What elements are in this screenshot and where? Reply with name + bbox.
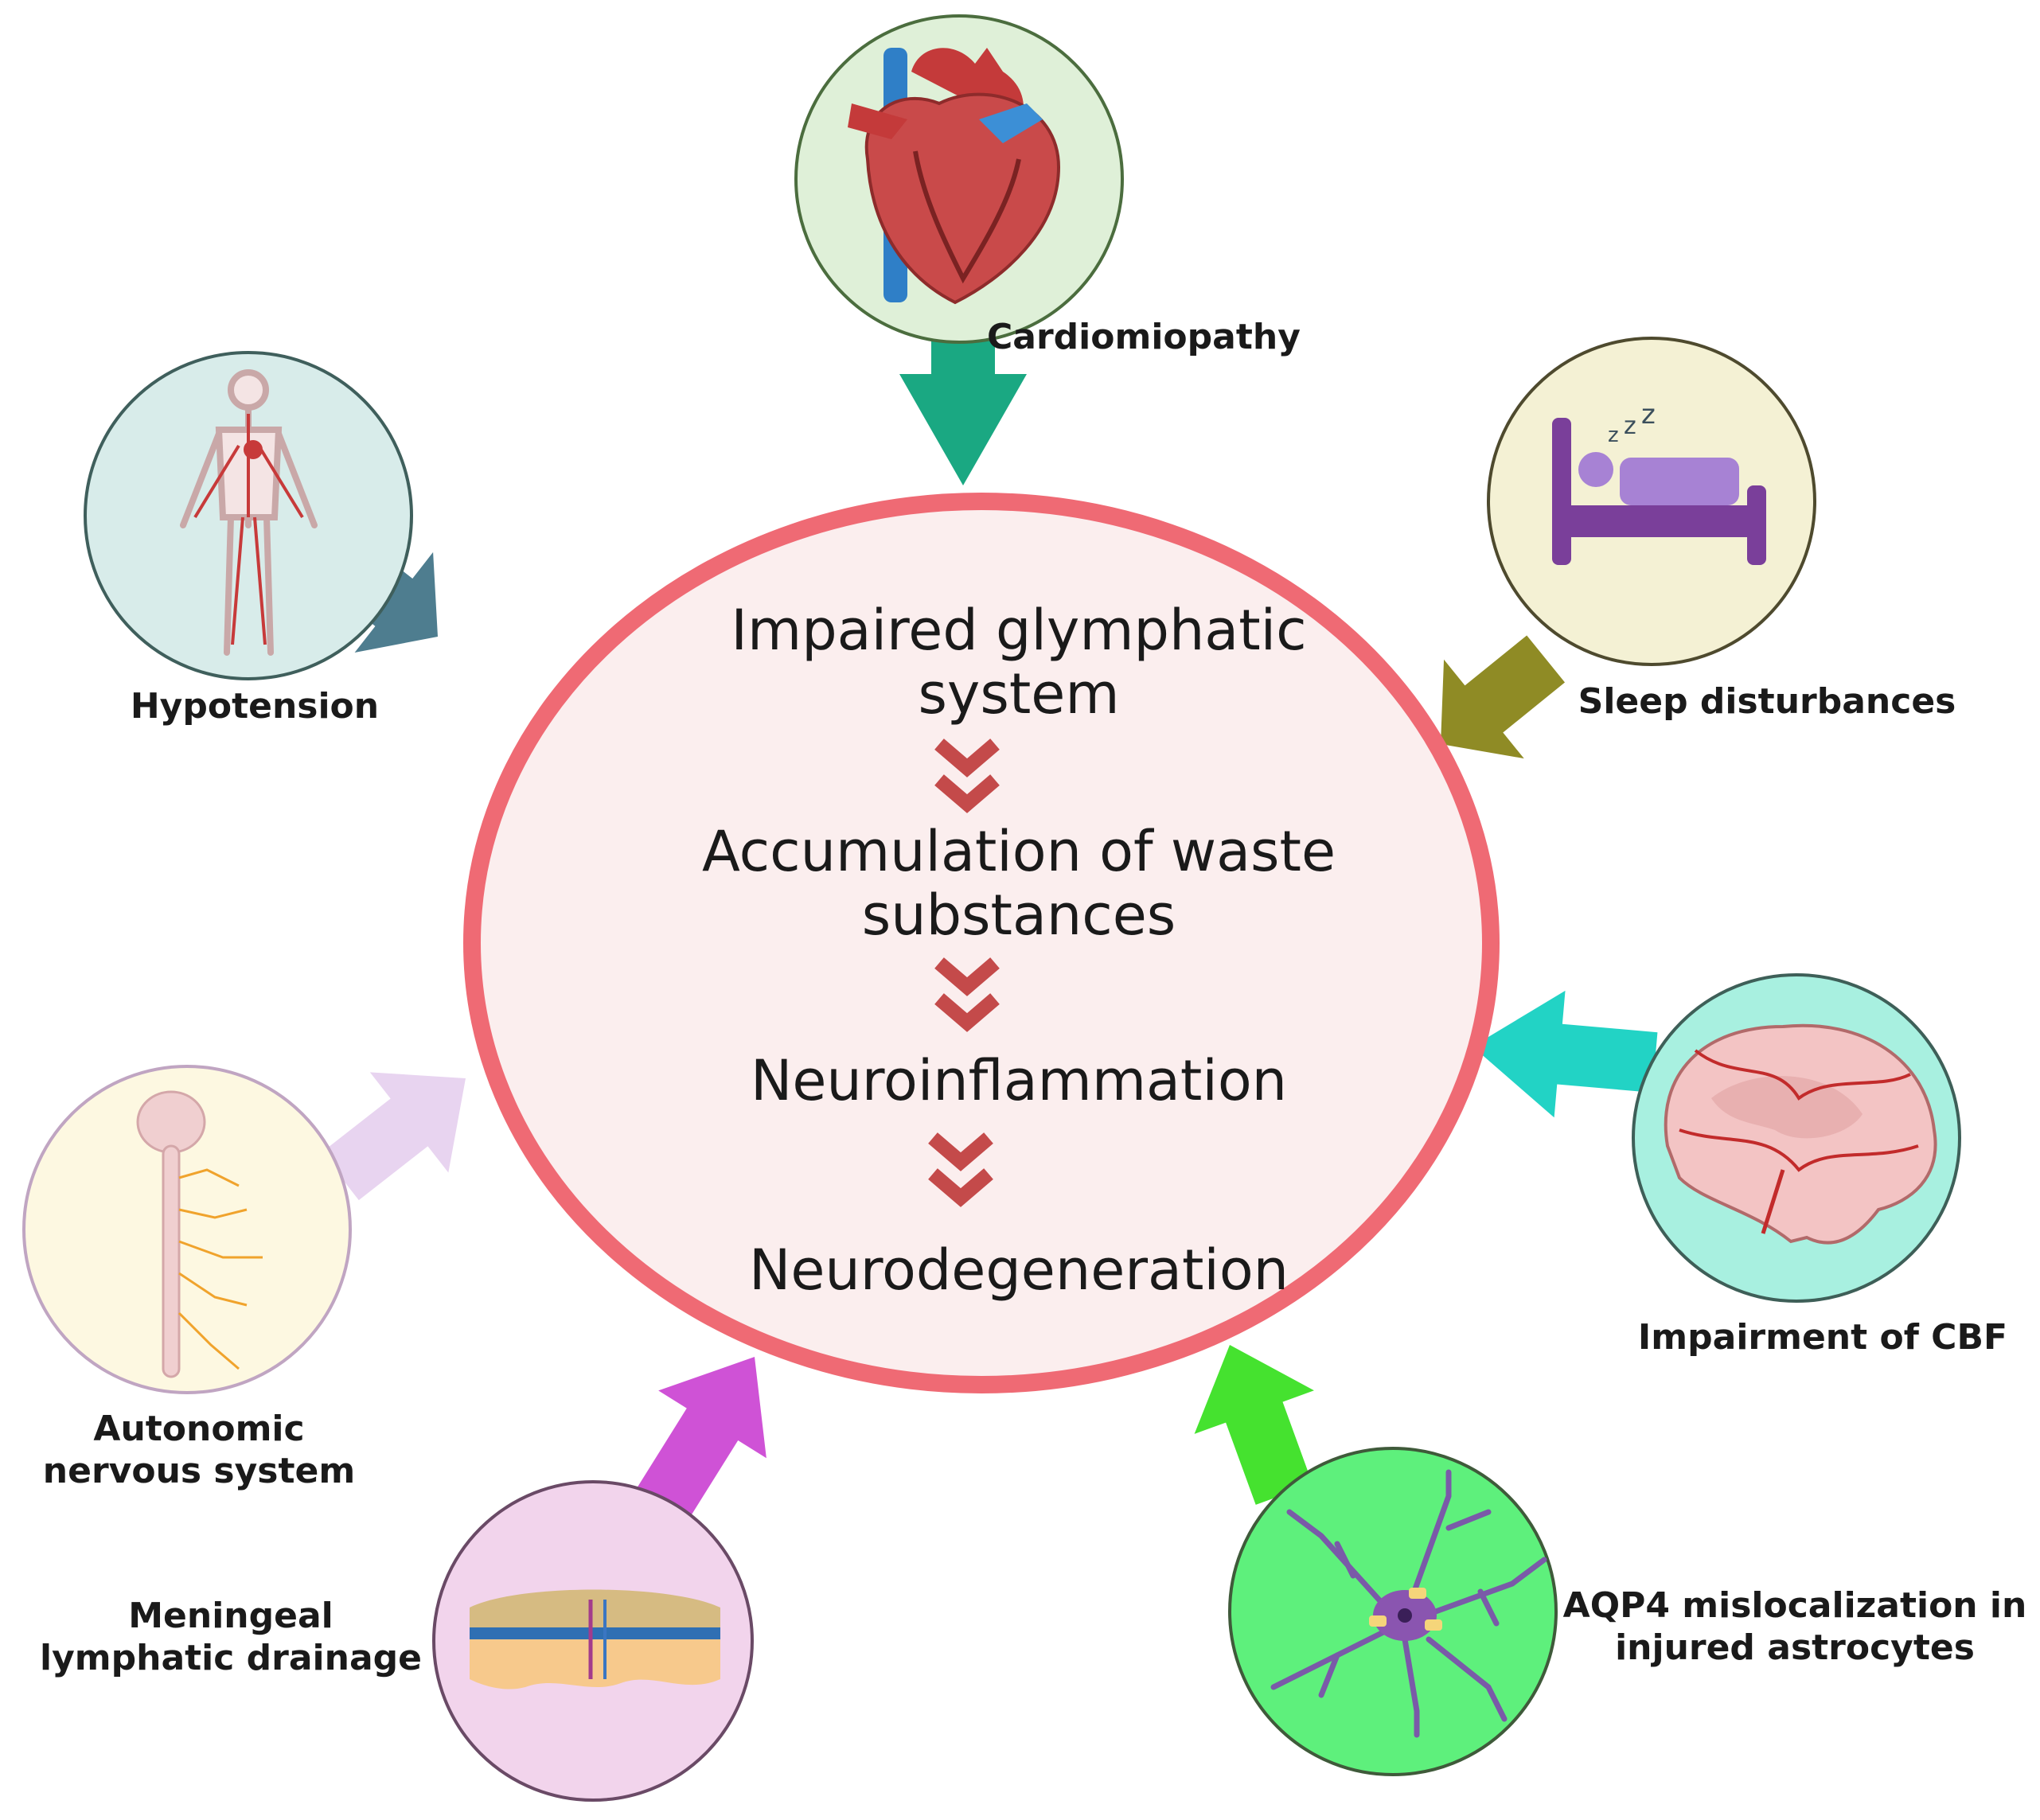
center-step-4: Neurodegeneration bbox=[748, 1237, 1289, 1303]
astrocyte-icon bbox=[1270, 1469, 1547, 1738]
spinal-cord-icon bbox=[136, 1090, 263, 1378]
label-aqp-2: injured astrocytes bbox=[1615, 1627, 1975, 1668]
svg-text:z: z bbox=[1608, 423, 1619, 447]
mening-arrow bbox=[636, 1357, 766, 1522]
brain-icon bbox=[1664, 1023, 1937, 1245]
ans-arrow bbox=[322, 1072, 466, 1201]
cardio-arrow bbox=[899, 330, 1027, 485]
aqp4-channel-icon bbox=[1369, 1588, 1442, 1631]
svg-text:z: z bbox=[1624, 412, 1636, 440]
chevron-down-icon bbox=[934, 957, 1000, 1032]
aqp-arrow bbox=[1194, 1345, 1314, 1505]
bed-icon: z z z bbox=[1552, 399, 1766, 565]
center-step-3: Neuroinflammation bbox=[750, 1048, 1288, 1113]
meninges-icon bbox=[470, 1589, 720, 1689]
chevron-down-icon bbox=[934, 739, 1000, 813]
label-aqp-1: AQP4 mislocalization in bbox=[1562, 1585, 2027, 1626]
label-hypotension: Hypotension bbox=[130, 686, 380, 727]
sleep-arrow bbox=[1441, 635, 1566, 759]
label-ans-1: Autonomic bbox=[93, 1409, 305, 1449]
cbf-arrow bbox=[1472, 990, 1658, 1118]
heart-icon bbox=[848, 48, 1061, 305]
central-ellipse bbox=[463, 493, 1500, 1393]
label-mening-1: Meningeal bbox=[128, 1596, 333, 1636]
chevron-down-icon bbox=[928, 1132, 993, 1207]
label-mening-2: lymphatic drainage bbox=[40, 1638, 422, 1678]
vessels-icon bbox=[193, 414, 304, 645]
center-step-2b: substances bbox=[861, 883, 1176, 948]
label-cardio: Cardiomiopathy bbox=[987, 317, 1301, 357]
label-cbf: Impairment of CBF bbox=[1637, 1317, 2008, 1358]
center-step-2a: Accumulation of waste bbox=[701, 819, 1336, 884]
center-step-1a: Impaired glymphatic bbox=[731, 598, 1307, 663]
label-ans-2: nervous system bbox=[42, 1451, 356, 1491]
ans-circle bbox=[22, 1065, 352, 1394]
label-sleep: Sleep disturbances bbox=[1578, 681, 1956, 722]
svg-text:z: z bbox=[1641, 399, 1656, 431]
nucleus-icon bbox=[1398, 1608, 1412, 1623]
center-step-1b: system bbox=[918, 661, 1120, 727]
